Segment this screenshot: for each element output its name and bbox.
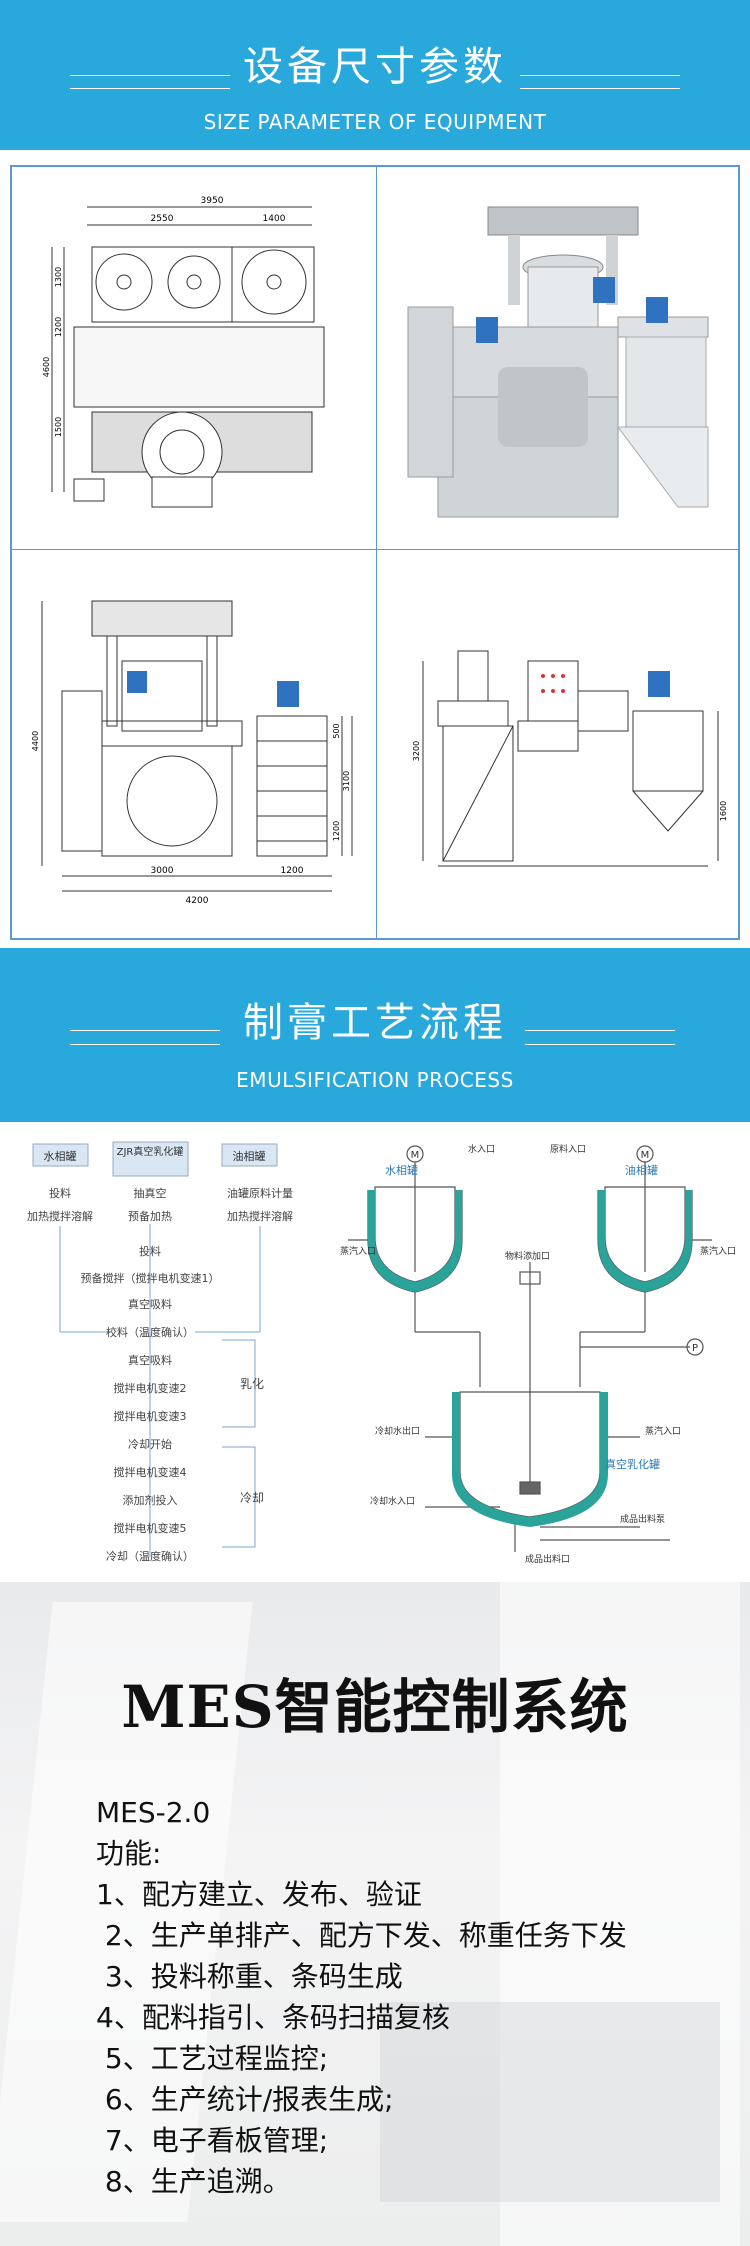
dim-label: 1500 (54, 417, 63, 437)
flow-step: 加热搅拌溶解 (227, 1209, 293, 1223)
dim-label: 3000 (151, 866, 174, 876)
mes-feature-item: 2、生产单排产、配方下发、称重任务下发 (96, 1919, 627, 1952)
flow-step: 搅拌电机变速5 (114, 1521, 187, 1535)
schematic-label: 原料入口 (550, 1143, 586, 1155)
dim-label: 4400 (31, 731, 40, 751)
schematic-label: 油相罐 (625, 1163, 658, 1177)
dim-label: 2550 (151, 214, 174, 224)
schematic-label: 物料添加口 (505, 1250, 550, 1262)
motor-label: M (411, 1150, 420, 1161)
mes-feature-item: 7、电子看板管理; (96, 2124, 329, 2157)
flow-step: 真空吸料 (128, 1353, 172, 1367)
process-flowchart: 水相罐 ZJR真空乳化罐 油相罐 投料 加热搅拌溶解 抽真空 预备加热 油罐原料… (27, 1141, 293, 1563)
dim-label: 3950 (201, 196, 224, 206)
dim-label: 1400 (263, 214, 286, 224)
dim-label: 3200 (412, 741, 421, 761)
section-title-cn: 设备尺寸参数 (243, 44, 507, 90)
dim-label: 1600 (719, 801, 728, 821)
flow-step: 抽真空 (134, 1186, 167, 1200)
mes-feature-item: 1、配方建立、发布、验证 (96, 1878, 422, 1911)
schematic-label: 成品出料泵 (620, 1513, 665, 1525)
divider (376, 167, 377, 938)
section-title-en: EMULSIFICATION PROCESS (236, 1068, 514, 1092)
process-banner: 制膏工艺流程 EMULSIFICATION PROCESS (0, 948, 750, 1122)
flow-step: 投料 (139, 1244, 161, 1258)
banner-line (70, 1044, 220, 1045)
schematic-label: 水入口 (468, 1143, 495, 1155)
banner-line (70, 75, 230, 76)
flow-step: 油罐原料计量 (227, 1186, 293, 1200)
schematic-label: 成品出料口 (525, 1553, 570, 1565)
schematic-label: 水相罐 (385, 1164, 418, 1177)
banner-line (520, 88, 680, 89)
schematic-label: 冷却水出口 (375, 1425, 420, 1437)
dim-label: 1200 (54, 317, 63, 337)
dim-label: 4200 (186, 896, 209, 906)
pressure-label: P (692, 1343, 698, 1354)
banner-line (70, 88, 230, 89)
mes-function-label: 功能: (96, 1837, 162, 1870)
dim-label: 1200 (281, 866, 304, 876)
schematic-label: 蒸汽入口 (700, 1245, 736, 1257)
mes-feature-item: 4、配料指引、条码扫描复核 (96, 2001, 450, 2034)
background-decoration (380, 2002, 720, 2202)
flow-step: 真空吸料 (128, 1297, 172, 1311)
flow-step: 校料（温度确认） (106, 1325, 194, 1339)
flow-step: 加热搅拌溶解 (27, 1209, 93, 1223)
process-schematic: M M P 水相罐 油相罐 水入口 原料入口 蒸汽入口 蒸汽入口 物料添加口 冷… (340, 1143, 736, 1565)
dim-label: 3100 (342, 771, 351, 791)
side-view-drawing: 3200 1600 (412, 650, 728, 867)
dim-label: 1300 (54, 267, 63, 287)
flow-bracket-label: 乳化 (240, 1377, 264, 1391)
top-view-drawing: 3950 2550 1400 1300 1200 1500 4600 (42, 196, 325, 508)
flow-head: ZJR真空乳化罐 (117, 1145, 184, 1158)
mes-feature-list: MES-2.0 功能: 1、配方建立、发布、验证 2、生产单排产、配方下发、称重… (96, 1792, 627, 2202)
flow-step: 搅拌电机变速2 (114, 1381, 187, 1395)
schematic-label: 冷却水入口 (370, 1495, 415, 1507)
flow-step: 冷却开始 (128, 1437, 172, 1451)
flow-step: 预备加热 (128, 1209, 172, 1223)
equipment-drawings: 3950 2550 1400 1300 1200 1500 4600 (10, 165, 740, 940)
banner-line (525, 1044, 675, 1045)
flow-step: 搅拌电机变速4 (114, 1465, 187, 1479)
flow-step: 预备搅拌（搅拌电机变速1） (81, 1271, 220, 1285)
flow-bracket-label: 冷却 (240, 1491, 264, 1505)
mes-version: MES-2.0 (96, 1796, 211, 1829)
machine-render (407, 206, 709, 518)
divider (12, 549, 738, 550)
process-section: 水相罐 ZJR真空乳化罐 油相罐 投料 加热搅拌溶解 抽真空 预备加热 油罐原料… (0, 1122, 750, 1582)
dim-label: 4600 (42, 357, 51, 377)
flow-step: 搅拌电机变速3 (114, 1409, 187, 1423)
dim-label: 500 (332, 723, 341, 738)
banner-line (520, 75, 680, 76)
front-view-drawing: 4400 500 3100 1200 3000 1200 4200 (31, 600, 353, 906)
motor-label: M (641, 1150, 650, 1161)
mes-feature-item: 8、生产追溯。 (96, 2165, 291, 2198)
section-title-cn: 制膏工艺流程 (243, 1000, 507, 1046)
schematic-label: 蒸汽入口 (645, 1425, 681, 1437)
schematic-label: 真空乳化罐 (605, 1457, 660, 1471)
mes-feature-item: 3、投料称重、条码生成 (96, 1960, 403, 1993)
flow-step: 投料 (49, 1186, 71, 1200)
section-title-en: SIZE PARAMETER OF EQUIPMENT (203, 110, 547, 134)
banner-line (70, 1030, 220, 1031)
background-decoration (500, 1582, 740, 2246)
mes-feature-item: 5、工艺过程监控; (96, 2042, 329, 2075)
mes-section: MES智能控制系统 MES-2.0 功能: 1、配方建立、发布、验证 2、生产单… (0, 1582, 750, 2246)
mes-feature-item: 6、生产统计/报表生成; (96, 2083, 394, 2116)
schematic-label: 蒸汽入口 (340, 1245, 376, 1257)
flow-step: 冷却（温度确认） (106, 1549, 194, 1563)
banner-line (525, 1030, 675, 1031)
dim-label: 1200 (332, 821, 341, 841)
size-parameter-banner: 设备尺寸参数 SIZE PARAMETER OF EQUIPMENT (0, 0, 750, 150)
mes-title: MES智能控制系统 (121, 1673, 629, 1741)
flow-head: 油相罐 (233, 1149, 266, 1163)
flow-head: 水相罐 (44, 1150, 77, 1163)
flow-step: 添加剂投入 (123, 1493, 178, 1507)
